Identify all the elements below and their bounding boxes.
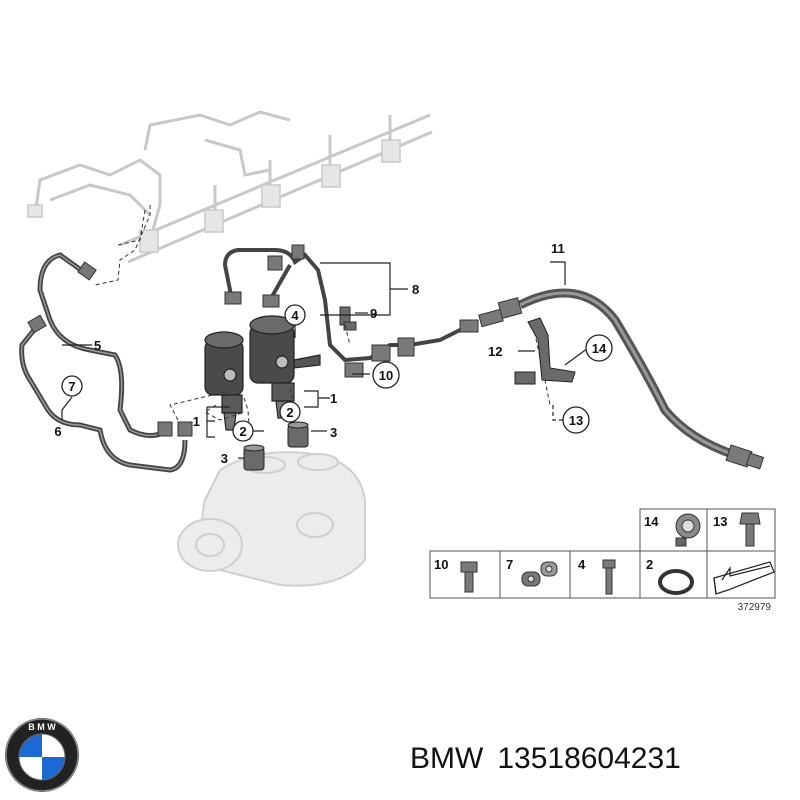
- callout-3-right: 3: [330, 425, 337, 440]
- callout-circle-4: [284, 304, 306, 326]
- callout-circle-2-right: [279, 401, 301, 423]
- table-label-14: 14: [644, 514, 659, 529]
- callout-10: 10: [379, 368, 393, 383]
- callout-14: 14: [592, 341, 607, 356]
- fuel-hose-11: [517, 288, 737, 460]
- feed-pipe-fittings: [224, 244, 479, 378]
- fuel-pipe-6-highlight: [20, 324, 186, 471]
- callout-12: 12: [488, 344, 502, 359]
- table-label-2: 2: [646, 557, 653, 572]
- table-label-4: 4: [578, 557, 586, 572]
- callout-5: 5: [94, 338, 101, 353]
- high-pressure-pump-right: [249, 315, 321, 419]
- table-label-10: 10: [434, 557, 448, 572]
- table-label-7: 7: [506, 557, 513, 572]
- pipe-fittings-left: [27, 261, 193, 437]
- footer-part-title: BMW 13518604231: [410, 742, 695, 776]
- svg-text:B M W: B M W: [28, 722, 56, 732]
- fuel-pipe-6: [19, 323, 188, 473]
- callout-7: 7: [68, 379, 75, 394]
- footer-brand-name: BMW: [410, 742, 484, 775]
- footer-part-number: 13518604231: [497, 742, 681, 775]
- diagram-arrow-icon: [713, 561, 775, 595]
- fuel-hose-fittings: [478, 297, 765, 470]
- callout-circle-2-left: [232, 420, 254, 442]
- bracket-12: [514, 317, 576, 385]
- leader-13: [552, 405, 563, 421]
- callout-4: 4: [291, 308, 299, 323]
- callout-11: 11: [551, 241, 565, 256]
- callout-circle-10: [372, 361, 400, 389]
- callout-3-left: 3: [221, 451, 228, 466]
- table-label-13: 13: [713, 514, 727, 529]
- fuel-rail-ghost: [33, 110, 433, 264]
- callout-2-right: 2: [286, 405, 293, 420]
- callout-1-left: 1: [193, 414, 200, 429]
- callout-circle-7: [61, 375, 83, 397]
- callout-13: 13: [569, 413, 583, 428]
- callout-6: 6: [54, 424, 61, 439]
- o-ring-2-icon: [658, 569, 694, 595]
- hp-pump-body-ghost: [177, 451, 366, 587]
- leader-lines: [61, 261, 589, 459]
- diagram-reference-number: 372979: [738, 602, 772, 613]
- pump-sleeve-3: [243, 421, 309, 471]
- screw-13-icon: [739, 512, 761, 547]
- screw-4-icon: [602, 559, 616, 595]
- high-pressure-pump-left: [204, 331, 244, 431]
- callout-8: 8: [412, 282, 419, 297]
- fuel-pipe-5-highlight: [39, 254, 166, 437]
- fuel-pipe-5: [37, 252, 167, 438]
- callout-9: 9: [370, 306, 377, 321]
- bmw-roundel-logo: B M W: [5, 718, 79, 792]
- hose-clamp-14-icon: [675, 513, 701, 547]
- callout-1-right: 1: [330, 391, 337, 406]
- feed-pipe-upper: [222, 248, 471, 363]
- pressure-sensor-9: [339, 306, 357, 331]
- callout-2-left: 2: [239, 424, 246, 439]
- bolt-10-icon: [460, 561, 478, 593]
- callout-circle-14: [585, 334, 613, 362]
- pipe-clip-7-icon: [521, 561, 558, 587]
- fuel-rail-connector-ghost: [27, 139, 401, 253]
